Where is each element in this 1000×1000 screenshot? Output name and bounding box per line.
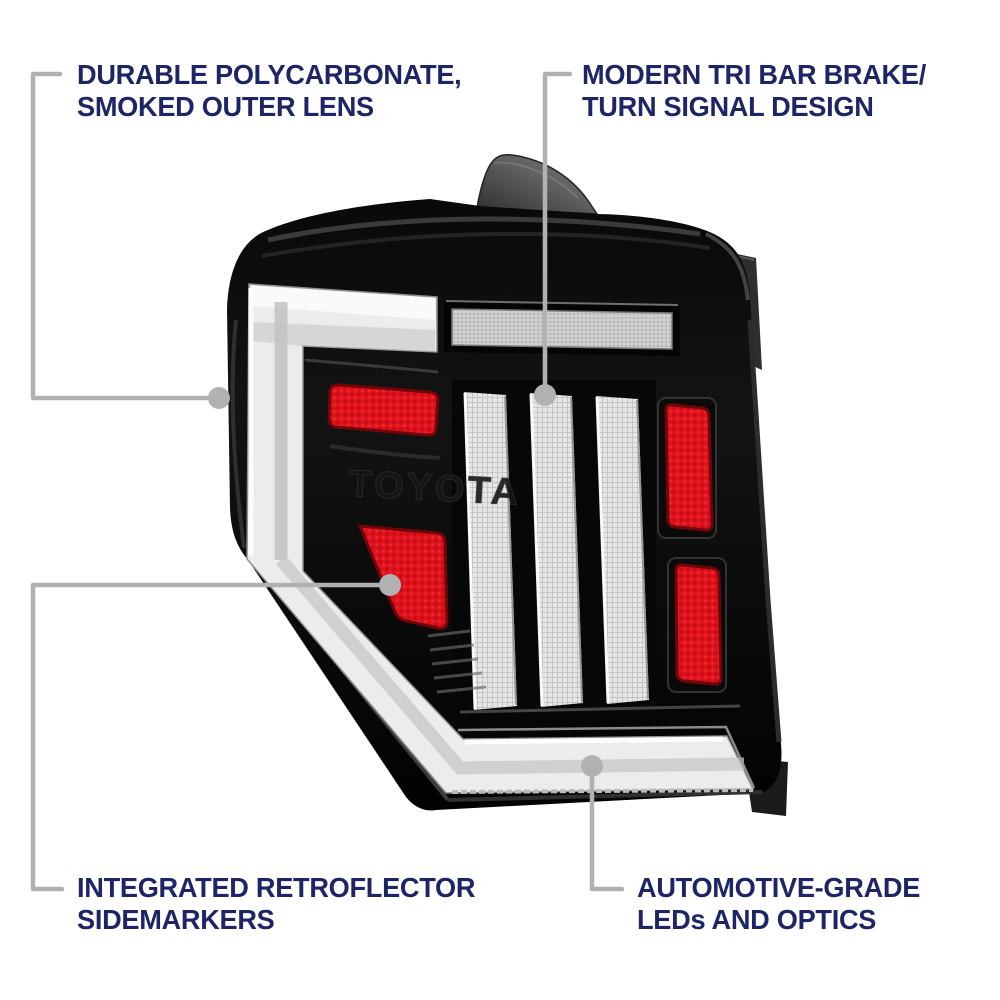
- tri-bar-group: [463, 392, 649, 710]
- callout-top-left-line2: SMOKED OUTER LENS: [77, 91, 374, 122]
- reflector-lower-right: [674, 563, 723, 686]
- bottom-bar-chrome-rim: [457, 725, 756, 789]
- callout-bottom-right-line2: LEDs AND OPTICS: [637, 904, 877, 935]
- lens-step-lines: [304, 358, 741, 714]
- callout-top-right-line2: TURN SIGNAL DESIGN: [582, 91, 874, 122]
- reflector-upper-right: [664, 403, 714, 532]
- callout-bottom-left-line1: INTEGRATED RETROFLECTOR: [77, 872, 476, 903]
- molded-brand-text: TOYOTA: [348, 463, 523, 514]
- callout-bottom-left-line2: SIDEMARKERS: [77, 904, 275, 935]
- tri-bar-1: [464, 392, 517, 710]
- callout-top-right: MODERN TRI BAR BRAKE/ TURN SIGNAL DESIGN: [582, 59, 926, 123]
- rib-details: [427, 629, 487, 694]
- callout-top-left: DURABLE POLYCARBONATE, SMOKED OUTER LENS: [77, 59, 462, 123]
- callout-bottom-left: INTEGRATED RETROFLECTOR SIDEMARKERS: [77, 872, 475, 936]
- tri-bar-2: [530, 393, 583, 707]
- tri-bar-3: [596, 396, 649, 704]
- top-marker-bar: [451, 308, 673, 350]
- callout-top-left-line1: DURABLE POLYCARBONATE,: [77, 59, 462, 90]
- callout-bottom-right: AUTOMOTIVE-GRADE LEDs AND OPTICS: [637, 872, 920, 936]
- callout-bottom-right-line1: AUTOMOTIVE-GRADE: [637, 872, 921, 903]
- callout-top-right-line1: MODERN TRI BAR BRAKE/: [582, 59, 926, 90]
- reflector-sidemarker: [357, 524, 449, 630]
- reflector-upper-left: [327, 383, 440, 437]
